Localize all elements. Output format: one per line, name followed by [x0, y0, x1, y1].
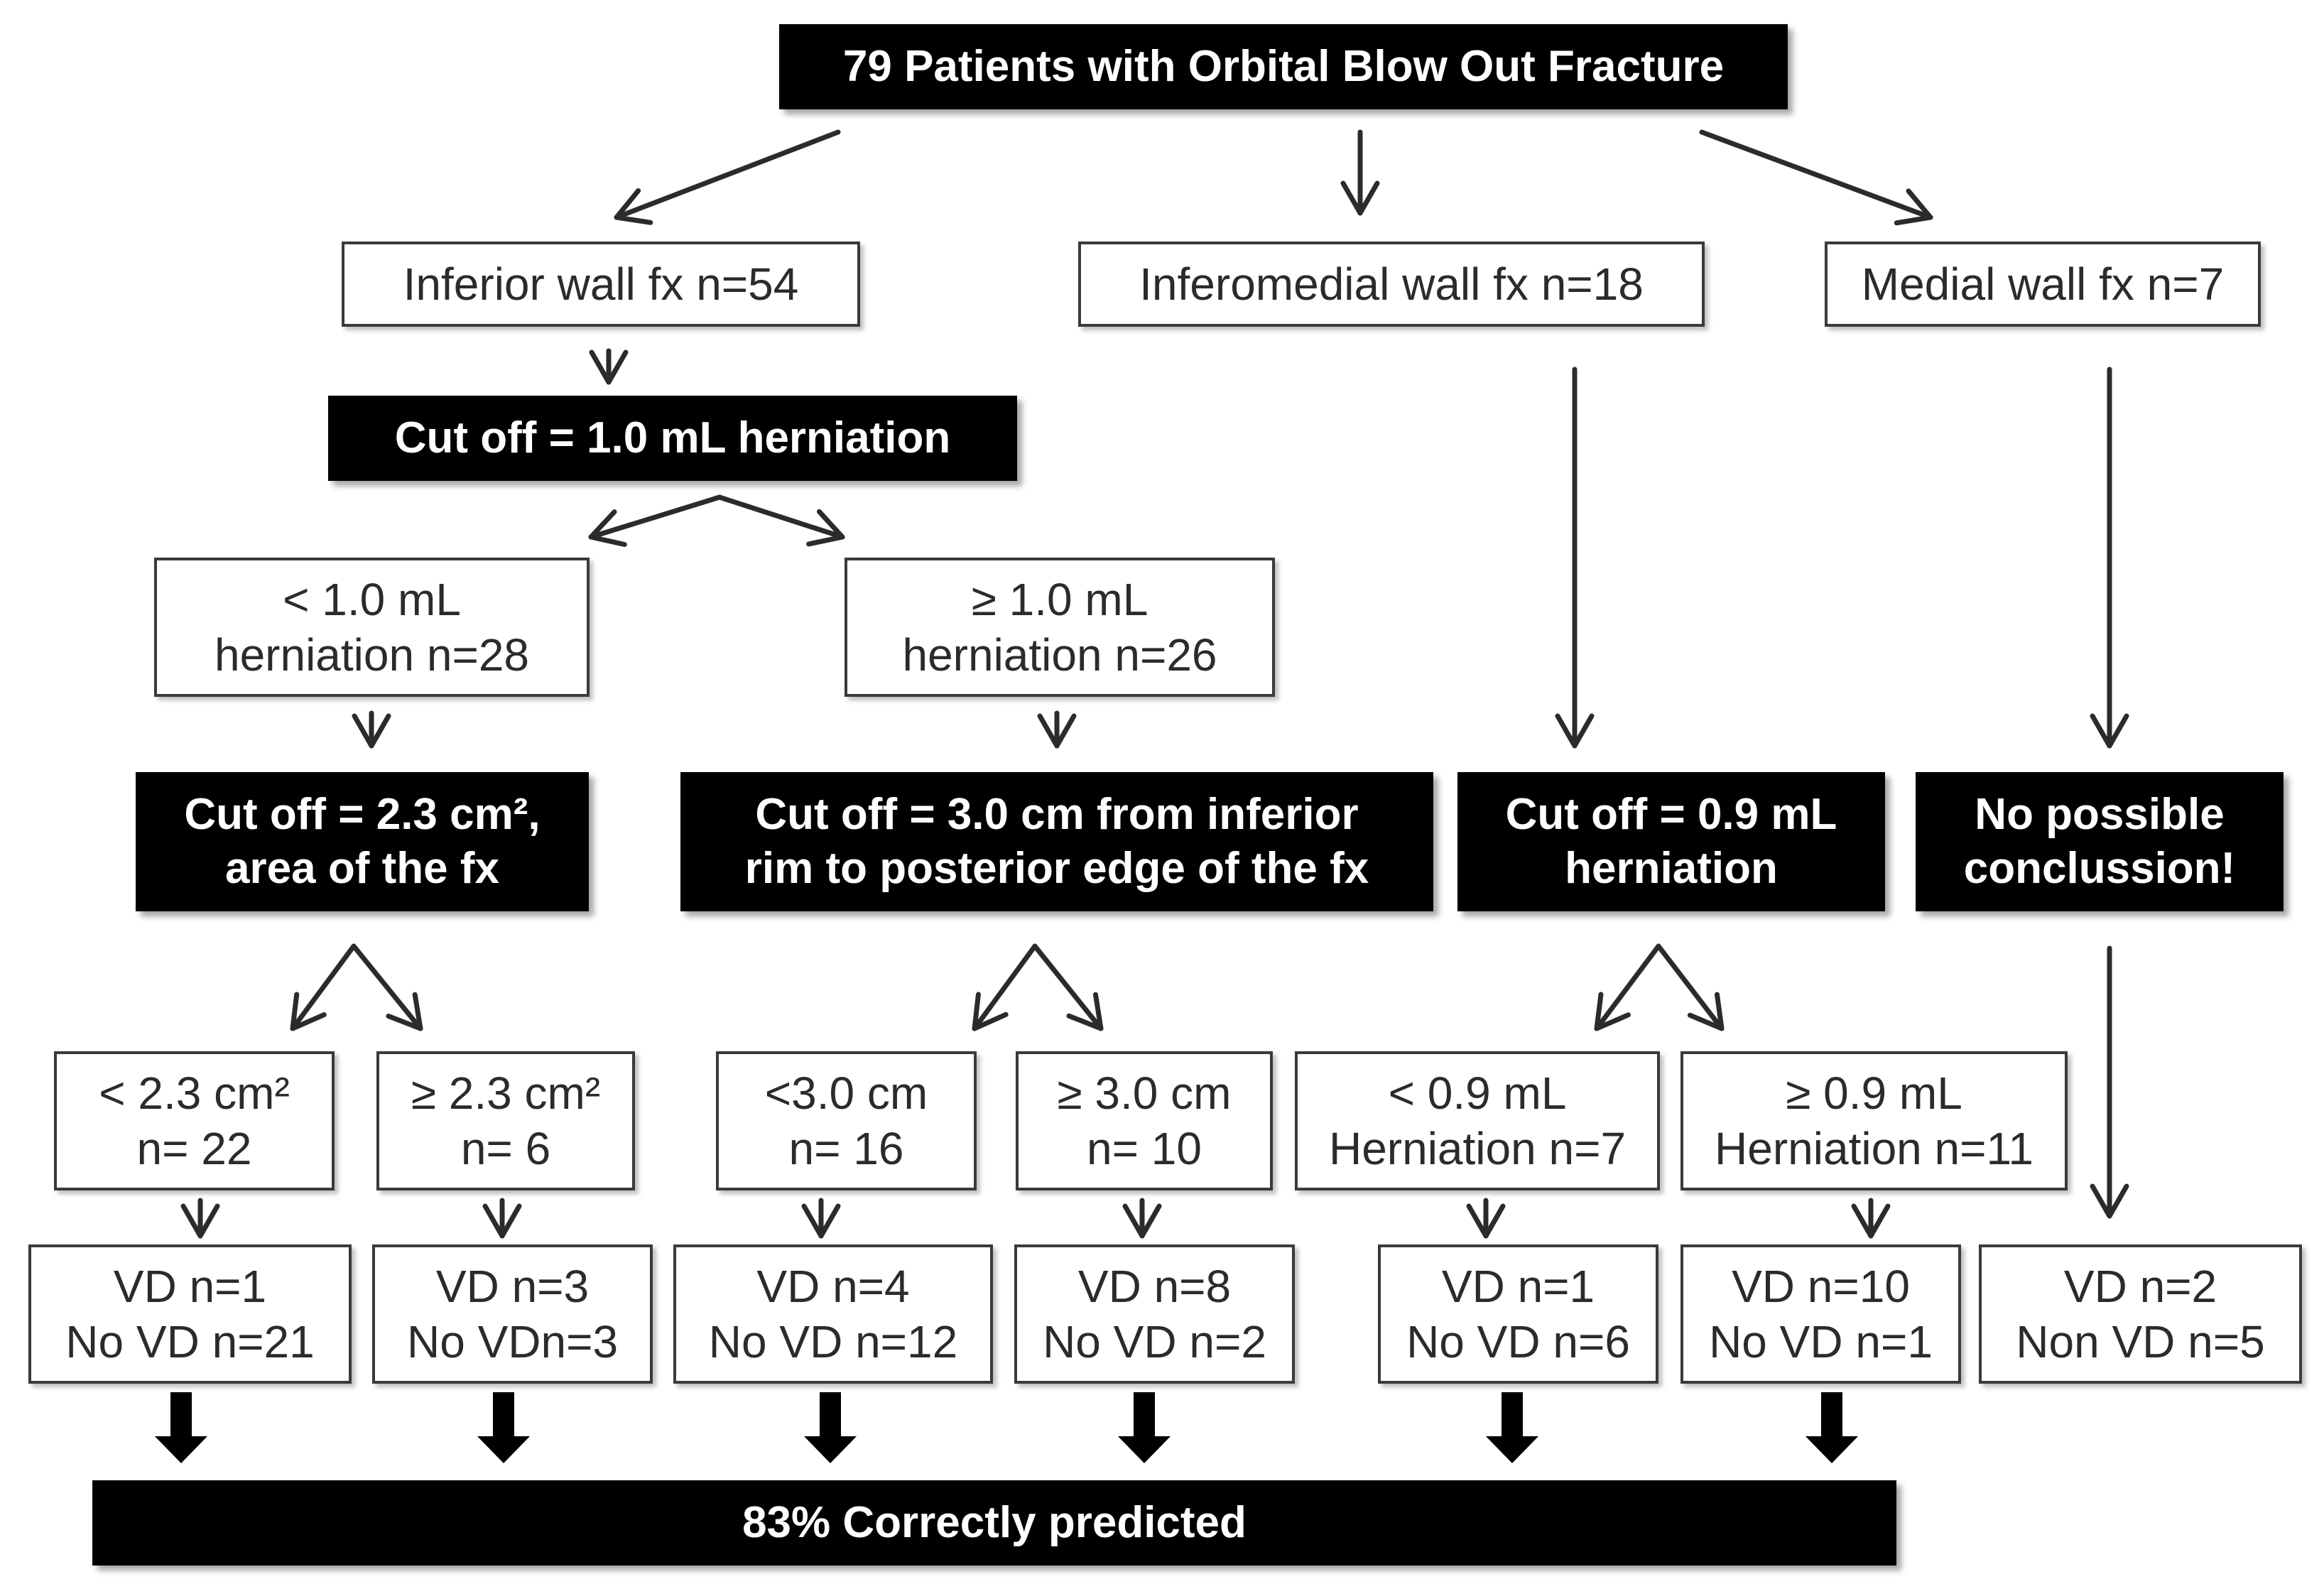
vd-outcome-6-line2: No VD n=1 [1709, 1316, 1933, 1367]
cutoff-area-line2: area of the fx [225, 844, 499, 893]
edge-root-inferior [614, 129, 841, 225]
lt-3cm-line2: n= 16 [788, 1123, 904, 1174]
lt-23cm2-line2: n= 22 [136, 1123, 252, 1174]
vd-outcome-6-line1: VD n=10 [1732, 1260, 1910, 1312]
ge-3cm-line1: ≥ 3.0 cm [1057, 1067, 1232, 1119]
result-node: 83% Correctly predicted [92, 1480, 1896, 1566]
lt-1ml-line2: herniation n=28 [214, 629, 530, 680]
ge-09ml-line1: ≥ 0.9 mL [1786, 1067, 1962, 1119]
ge-23cm2-line1: ≥ 2.3 cm² [411, 1067, 601, 1119]
edge-area-ge23 [351, 943, 423, 1031]
vd-outcome-1: VD n=1 No VD n=21 [28, 1244, 352, 1384]
vd-outcome-1-line2: No VD n=21 [65, 1316, 315, 1367]
ge-3cm-line2: n= 10 [1087, 1123, 1202, 1174]
ge-1ml-line2: herniation n=26 [902, 629, 1217, 680]
lt-23cm2-line1: < 2.3 cm² [99, 1067, 290, 1119]
ge-23cm2-line2: n= 6 [460, 1123, 551, 1174]
vd-outcome-5-line2: No VD n=6 [1406, 1316, 1630, 1367]
cutoff-09ml-line2: herniation [1565, 844, 1778, 893]
cutoff-09ml-node: Cut off = 0.9 mL herniation [1457, 772, 1885, 911]
edge-rim-lt3 [972, 943, 1038, 1031]
medial-wall-text: Medial wall fx n=7 [1861, 258, 2225, 310]
lt-3cm-node: <3.0 cm n= 16 [716, 1051, 977, 1190]
cutoff-09ml-line1: Cut off = 0.9 mL [1505, 790, 1837, 840]
edge-root-medial [1699, 129, 1933, 226]
edge-09ml-ge09 [1656, 943, 1725, 1031]
vd-outcome-4: VD n=8 No VD n=2 [1014, 1244, 1295, 1384]
bold-arrow-vd6 [1806, 1392, 1858, 1463]
ge-1ml-line1: ≥ 1.0 mL [971, 573, 1149, 625]
vd-outcome-2-line2: No VDn=3 [406, 1316, 619, 1367]
cutoff-inferior-node: Cut off = 1.0 mL herniation [328, 396, 1017, 481]
ge-09ml-line2: Herniation n=11 [1715, 1123, 2034, 1174]
vd-outcome-4-line1: VD n=8 [1077, 1260, 1232, 1312]
cutoff-rim-line1: Cut off = 3.0 cm from inferior [755, 790, 1359, 840]
medial-wall-node: Medial wall fx n=7 [1825, 242, 2261, 327]
inferomedial-wall-text: Inferomedial wall fx n=18 [1139, 258, 1644, 310]
vd-outcome-7-line1: VD n=2 [2063, 1260, 2217, 1312]
vd-outcome-3-line2: No VD n=12 [708, 1316, 958, 1367]
vd-outcome-5: VD n=1 No VD n=6 [1378, 1244, 1658, 1384]
cutoff-area-node: Cut off = 2.3 cm², area of the fx [136, 772, 589, 911]
lt-09ml-node: < 0.9 mL Herniation n=7 [1295, 1051, 1660, 1190]
lt-1ml-line1: < 1.0 mL [283, 573, 461, 625]
result-text: 83% Correctly predicted [742, 1498, 1247, 1548]
edge-cutoff-lt1ml [588, 494, 722, 548]
lt-23cm2-node: < 2.3 cm² n= 22 [54, 1051, 335, 1190]
inferior-wall-text: Inferior wall fx n=54 [403, 258, 799, 310]
no-conclusion-line2: conclussion! [1963, 844, 2236, 893]
root-node-text: 79 Patients with Orbital Blow Out Fractu… [842, 42, 1725, 92]
vd-outcome-3-line1: VD n=4 [756, 1260, 910, 1312]
vd-outcome-1-line1: VD n=1 [113, 1260, 267, 1312]
no-conclusion-line1: No possible [1975, 790, 2225, 840]
cutoff-inferior-text: Cut off = 1.0 mL herniation [394, 413, 951, 463]
lt-1ml-node: < 1.0 mL herniation n=28 [154, 558, 590, 697]
lt-09ml-line2: Herniation n=7 [1328, 1123, 1627, 1174]
vd-outcome-2: VD n=3 No VDn=3 [372, 1244, 653, 1384]
vd-outcome-7: VD n=2 Non VD n=5 [1979, 1244, 2302, 1384]
vd-outcome-3: VD n=4 No VD n=12 [673, 1244, 993, 1384]
vd-outcome-2-line1: VD n=3 [435, 1260, 590, 1312]
ge-23cm2-node: ≥ 2.3 cm² n= 6 [376, 1051, 635, 1190]
edge-cutoff-ge1ml [717, 494, 845, 547]
bold-arrow-vd4 [1118, 1392, 1171, 1463]
inferior-wall-node: Inferior wall fx n=54 [342, 242, 860, 327]
inferomedial-wall-node: Inferomedial wall fx n=18 [1078, 242, 1705, 327]
edge-09ml-lt09 [1594, 943, 1661, 1031]
bold-arrow-vd3 [804, 1392, 857, 1463]
cutoff-area-line1: Cut off = 2.3 cm², [184, 790, 541, 840]
vd-outcome-6: VD n=10 No VD n=1 [1680, 1244, 1961, 1384]
ge-09ml-node: ≥ 0.9 mL Herniation n=11 [1680, 1051, 2068, 1190]
vd-outcome-5-line1: VD n=1 [1441, 1260, 1595, 1312]
vd-outcome-4-line2: No VD n=2 [1043, 1316, 1266, 1367]
bold-arrow-vd2 [477, 1392, 530, 1463]
lt-3cm-line1: <3.0 cm [764, 1067, 928, 1119]
bold-arrow-vd5 [1486, 1392, 1538, 1463]
edge-area-lt23 [290, 943, 357, 1031]
edge-rim-ge3 [1032, 943, 1104, 1031]
cutoff-rim-node: Cut off = 3.0 cm from inferior rim to po… [680, 772, 1433, 911]
root-node: 79 Patients with Orbital Blow Out Fractu… [779, 24, 1788, 109]
lt-09ml-line1: < 0.9 mL [1388, 1067, 1567, 1119]
ge-3cm-node: ≥ 3.0 cm n= 10 [1016, 1051, 1273, 1190]
vd-outcome-7-line2: Non VD n=5 [2016, 1316, 2265, 1367]
ge-1ml-node: ≥ 1.0 mL herniation n=26 [845, 558, 1275, 697]
cutoff-rim-line2: rim to posterior edge of the fx [744, 844, 1369, 893]
no-conclusion-node: No possible conclussion! [1916, 772, 2284, 911]
bold-arrow-vd1 [155, 1392, 207, 1463]
